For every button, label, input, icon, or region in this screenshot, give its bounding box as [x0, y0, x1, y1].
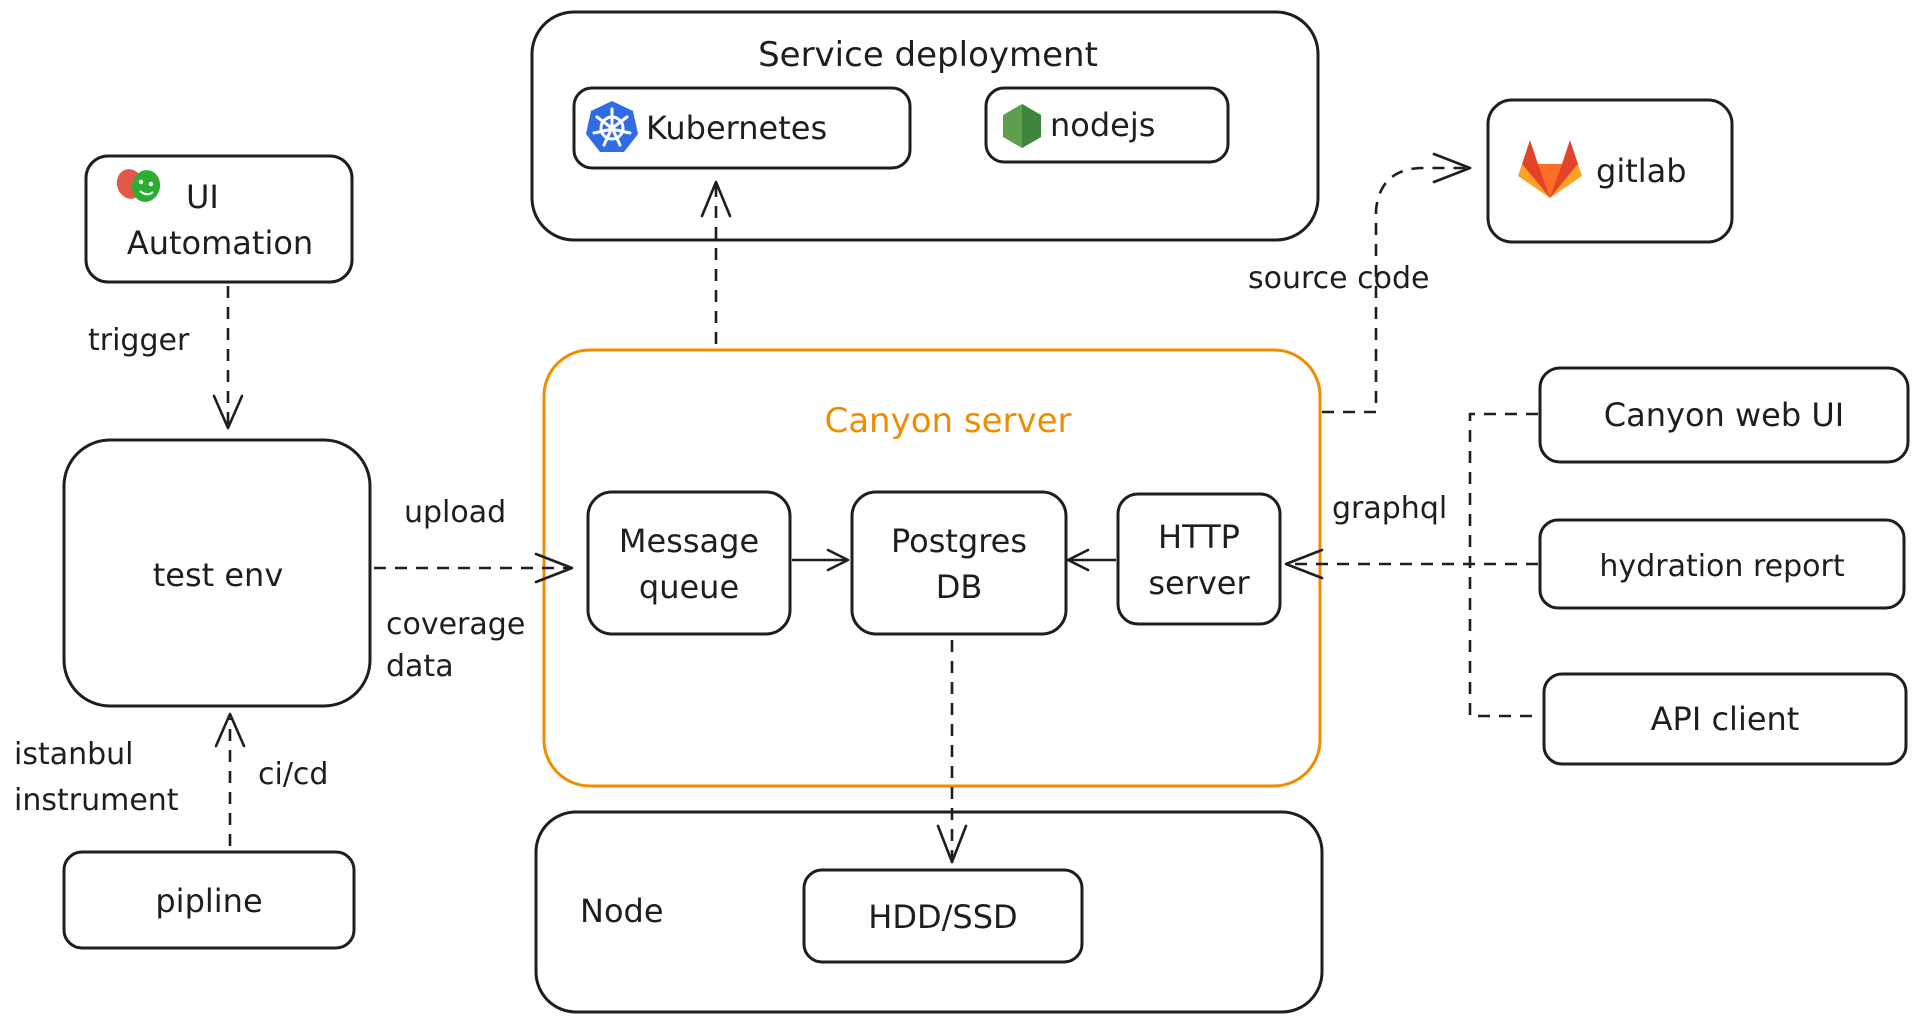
pipline-label: pipline — [155, 882, 262, 920]
edge-to-deployment — [700, 180, 732, 344]
edge-label-coverage-line2: data — [386, 649, 454, 684]
message-queue-label-line1: Message — [619, 522, 759, 560]
edge-label-coverage-line1: coverage — [386, 607, 525, 642]
message-queue-label-line2: queue — [639, 568, 739, 606]
edge-postgres-to-storage — [936, 640, 968, 864]
canyon-server-group: Canyon server Message queue Postgres DB … — [542, 348, 1322, 788]
nodejs-node: nodejs — [984, 86, 1230, 164]
edge-queue-to-postgres — [792, 548, 850, 572]
test-env-label: test env — [153, 556, 284, 594]
edge-label-trigger: trigger — [88, 323, 190, 358]
ui-automation-label-line1: UI — [186, 178, 219, 216]
edge-label-upload: upload — [404, 495, 506, 530]
http-server-label-line1: HTTP — [1158, 518, 1240, 556]
edge-graphql — [1284, 412, 1540, 718]
node-title: Node — [580, 892, 664, 930]
test-env-node: test env — [62, 438, 372, 708]
theater-masks-icon — [116, 169, 161, 202]
postgres-label-line1: Postgres — [891, 522, 1027, 560]
api-client-label: API client — [1651, 700, 1800, 738]
nodejs-label: nodejs — [1050, 106, 1155, 144]
nodejs-hexagon-icon — [1003, 104, 1041, 148]
edge-http-to-postgres — [1066, 548, 1116, 572]
kubernetes-node: Kubernetes — [572, 86, 912, 170]
kubernetes-label: Kubernetes — [646, 109, 827, 147]
edge-label-cicd: ci/cd — [258, 757, 328, 792]
hdd-ssd-label: HDD/SSD — [868, 898, 1017, 936]
postgres-db-node: Postgres DB — [850, 490, 1068, 636]
pipline-node: pipline — [62, 850, 356, 950]
ui-automation-node: UI Automation — [84, 154, 354, 284]
edge-label-istanbul-line1: istanbul — [14, 737, 134, 772]
edge-upload — [374, 552, 574, 584]
gitlab-fox-icon — [1518, 140, 1582, 198]
hydration-report-node: hydration report — [1538, 518, 1906, 610]
canyon-web-ui-node: Canyon web UI — [1538, 366, 1910, 464]
edge-label-source-code: source code — [1248, 261, 1430, 296]
service-deployment-group: Service deployment Kubernetes — [530, 10, 1320, 242]
edge-source-code — [1322, 152, 1472, 414]
service-deployment-title: Service deployment — [758, 35, 1098, 75]
edge-label-istanbul-line2: instrument — [14, 783, 179, 818]
edge-cicd — [214, 712, 246, 846]
postgres-label-line2: DB — [936, 568, 983, 606]
http-server-label-line2: server — [1148, 564, 1250, 602]
gitlab-label: gitlab — [1596, 152, 1687, 190]
hydration-report-label: hydration report — [1599, 549, 1844, 584]
hdd-ssd-node: HDD/SSD — [802, 868, 1084, 964]
node-group: Node HDD/SSD — [534, 810, 1324, 1014]
canyon-web-ui-label: Canyon web UI — [1604, 396, 1844, 434]
edge-trigger — [212, 286, 244, 430]
edge-label-graphql: graphql — [1332, 491, 1447, 526]
gitlab-node: gitlab — [1486, 98, 1734, 244]
message-queue-node: Message queue — [586, 490, 792, 636]
canyon-server-title: Canyon server — [824, 401, 1071, 441]
ui-automation-label-line2: Automation — [127, 224, 313, 262]
kubernetes-wheel-icon — [586, 101, 638, 152]
http-server-node: HTTP server — [1116, 492, 1282, 626]
api-client-node: API client — [1542, 672, 1908, 766]
